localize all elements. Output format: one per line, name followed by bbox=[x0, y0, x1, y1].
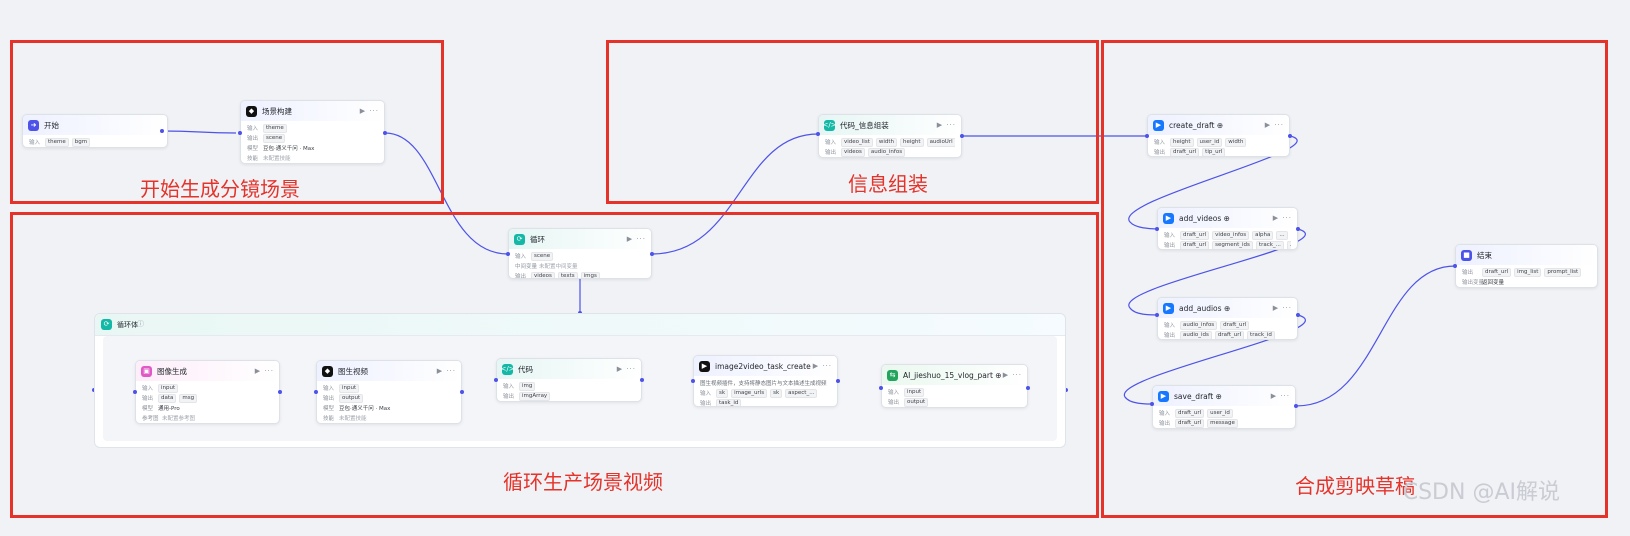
node-title: 代码 bbox=[518, 364, 533, 374]
port-add-videos-out[interactable] bbox=[1296, 227, 1300, 231]
port-vlog-in[interactable] bbox=[879, 386, 883, 390]
node-controls[interactable]: ▶ ··· bbox=[436, 367, 456, 375]
port-scene-in[interactable] bbox=[238, 131, 242, 135]
port-code-in[interactable] bbox=[494, 378, 498, 382]
llm-icon: ◆ bbox=[246, 105, 257, 117]
node-description: 图生视频插件，支持将静态图片与文本描述生成视频 bbox=[700, 381, 827, 387]
plugin-icon: ▶ bbox=[1163, 212, 1174, 224]
end-icon: ■ bbox=[1461, 249, 1472, 261]
node-controls[interactable]: ▶ ··· bbox=[359, 107, 379, 115]
node-title: 循环 bbox=[530, 234, 545, 244]
port-start-out[interactable] bbox=[160, 129, 164, 133]
plugin-icon: ▶ bbox=[699, 360, 710, 372]
node-title: create_draft ⊕ bbox=[1169, 120, 1224, 130]
node-title: AI_jieshuo_15_vlog_part ⊕ ⊕ bbox=[903, 370, 1003, 380]
node-controls[interactable]: ▶ ··· bbox=[1270, 392, 1290, 400]
node-code-info-assembly[interactable]: </> 代码_信息组装 ▶ ··· 输入 video_list width he… bbox=[818, 114, 962, 158]
port-save-draft-out[interactable] bbox=[1294, 404, 1298, 408]
port-code-info-in[interactable] bbox=[816, 132, 820, 136]
port-loop-in[interactable] bbox=[506, 252, 510, 256]
node-start[interactable]: ➜ 开始 输入 theme bgm bbox=[22, 114, 168, 148]
node-image2video-task-create[interactable]: ▶ image2video_task_create ⊕ ▶ ··· 图生视频插件… bbox=[693, 355, 838, 407]
port-create-draft-out[interactable] bbox=[1288, 134, 1292, 138]
node-controls[interactable]: ▶ ··· bbox=[616, 365, 636, 373]
node-title: 开始 bbox=[44, 120, 59, 130]
group-label-compose-draft: 合成剪映草稿 bbox=[1295, 474, 1415, 498]
port-vlog-out[interactable] bbox=[1026, 386, 1030, 390]
loop-body-icon: ⟳ bbox=[101, 319, 112, 330]
port-scene-out[interactable] bbox=[383, 131, 387, 135]
plugin-icon: ▶ bbox=[1153, 119, 1164, 131]
port-code-info-out[interactable] bbox=[960, 134, 964, 138]
port-imggen-out[interactable] bbox=[278, 390, 282, 394]
port-i2v-in[interactable] bbox=[691, 379, 695, 383]
port-end-in[interactable] bbox=[1453, 264, 1457, 268]
node-controls[interactable]: ▶ ··· bbox=[1002, 371, 1022, 379]
group-frame-loop-video bbox=[10, 212, 1099, 518]
node-title: save_draft ⊕ bbox=[1174, 391, 1222, 401]
loop-icon: ⟳ bbox=[514, 233, 525, 245]
code-icon: </> bbox=[822, 119, 837, 131]
group-frame-start-scene bbox=[10, 40, 444, 204]
port-add-videos-in[interactable] bbox=[1155, 227, 1159, 231]
node-title: 图像生成 bbox=[157, 366, 187, 376]
start-icon: ➜ bbox=[28, 119, 39, 131]
node-title: 结束 bbox=[1477, 250, 1492, 260]
plugin-icon: ▶ bbox=[1158, 390, 1169, 402]
group-frame-compose-draft bbox=[1101, 40, 1608, 518]
node-add-videos[interactable]: ▶ add_videos ⊕ ▶ ··· 输入 draft_url video_… bbox=[1157, 207, 1298, 250]
info-icon: ⓘ bbox=[137, 320, 144, 328]
image-icon: ▣ bbox=[141, 365, 152, 377]
code-icon: </> bbox=[500, 363, 515, 375]
port-add-audios-out[interactable] bbox=[1296, 313, 1300, 317]
node-controls[interactable]: ▶ ··· bbox=[626, 235, 646, 243]
port-save-draft-in[interactable] bbox=[1150, 402, 1154, 406]
port-imggen-in[interactable] bbox=[133, 390, 137, 394]
plugin-icon: ▶ bbox=[1163, 302, 1174, 314]
port-add-audios-in[interactable] bbox=[1155, 313, 1159, 317]
group-label-start-scene: 开始生成分镜场景 bbox=[140, 177, 300, 201]
port-code-out[interactable] bbox=[640, 378, 644, 382]
group-label-info-assembly: 信息组装 bbox=[848, 172, 928, 196]
node-end[interactable]: ■ 结束 输出 draft_url img_list prompt_list 输… bbox=[1455, 244, 1598, 288]
llm-icon: ◆ bbox=[322, 365, 333, 377]
node-add-audios[interactable]: ▶ add_audios ⊕ ▶ ··· 输入 audio_infos draf… bbox=[1157, 297, 1298, 340]
group-frame-info-assembly bbox=[606, 40, 1099, 204]
node-controls[interactable]: ▶ ··· bbox=[1272, 214, 1292, 222]
port-loop-out[interactable] bbox=[650, 252, 654, 256]
workflow-icon: ⇆ bbox=[887, 369, 898, 381]
node-controls[interactable]: ▶ ··· bbox=[1272, 304, 1292, 312]
node-title: 图生视频 bbox=[338, 366, 368, 376]
loop-body-label: 循环体 bbox=[117, 321, 138, 329]
node-create-draft[interactable]: ▶ create_draft ⊕ ▶ ··· 输入 height user_id… bbox=[1147, 114, 1290, 157]
group-label-loop-video: 循环生产场景视频 bbox=[503, 470, 663, 494]
node-controls[interactable]: ▶ ··· bbox=[812, 362, 832, 370]
port-create-draft-in[interactable] bbox=[1145, 134, 1149, 138]
watermark: CSDN @AI解说 bbox=[1402, 480, 1560, 505]
node-controls[interactable]: ▶ ··· bbox=[936, 121, 956, 129]
node-save-draft[interactable]: ▶ save_draft ⊕ ▶ ··· 输入 draft_url user_i… bbox=[1152, 385, 1296, 429]
node-title: add_audios ⊕ bbox=[1179, 303, 1231, 313]
port-i2v-out[interactable] bbox=[836, 379, 840, 383]
node-title: image2video_task_create ⊕ bbox=[715, 361, 813, 371]
node-title: add_videos ⊕ bbox=[1179, 213, 1230, 223]
node-title: 场景构建 bbox=[262, 106, 292, 116]
node-controls[interactable]: ▶ ··· bbox=[254, 367, 274, 375]
port-videogen-in[interactable] bbox=[314, 390, 318, 394]
node-title: 代码_信息组装 bbox=[840, 120, 889, 130]
node-controls[interactable]: ▶ ··· bbox=[1264, 121, 1284, 129]
port-videogen-out[interactable] bbox=[460, 390, 464, 394]
